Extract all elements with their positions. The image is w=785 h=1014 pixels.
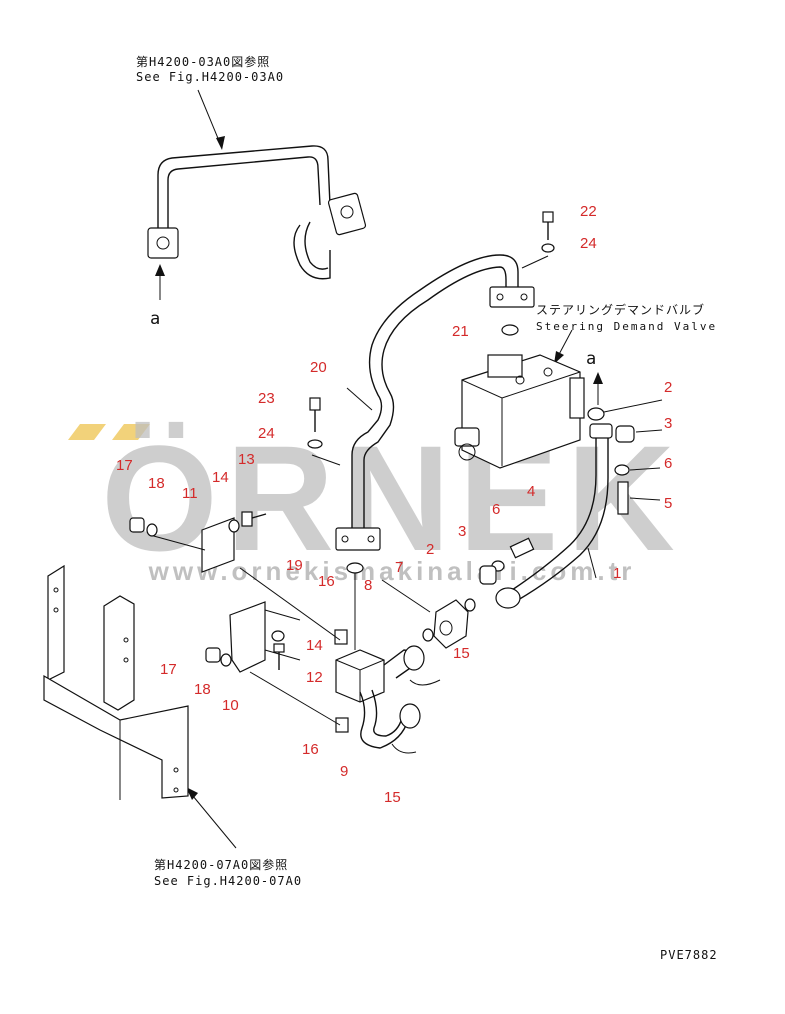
callout-6-left: 6 <box>492 501 501 518</box>
arrow-label-a-left: a <box>150 309 162 329</box>
callout-15-lower: 15 <box>384 789 401 806</box>
callout-10: 10 <box>222 697 239 714</box>
block-7 <box>422 599 469 649</box>
ref-top-jp: 第H4200-03A0図参照 <box>136 55 271 69</box>
callout-23: 23 <box>258 390 275 407</box>
frame-bracket <box>43 564 189 800</box>
callout-15-upper: 15 <box>453 645 470 662</box>
callout-7: 7 <box>395 559 404 576</box>
callout-14-upper: 14 <box>212 469 229 486</box>
callout-3-right: 3 <box>664 415 673 432</box>
ref-bottom-en: See Fig.H4200-07A0 <box>154 874 303 888</box>
callout-19: 19 <box>286 557 303 574</box>
brackets <box>149 517 431 726</box>
steering-demand-valve <box>454 324 585 469</box>
callout-1: 1 <box>613 565 622 582</box>
callout-24-upper: 24 <box>580 235 597 252</box>
callout-21: 21 <box>452 323 469 340</box>
reference-arrows <box>155 89 603 849</box>
callout-2-right: 2 <box>664 379 673 396</box>
callout-6-right: 6 <box>664 455 673 472</box>
callout-14-lower: 14 <box>306 637 323 654</box>
callout-12: 12 <box>306 669 323 686</box>
callout-8: 8 <box>364 577 373 594</box>
ref-top-en: See Fig.H4200-03A0 <box>136 70 285 84</box>
callout-11: 11 <box>182 485 198 502</box>
ref-bottom-jp: 第H4200-07A0図参照 <box>154 858 289 872</box>
callout-5: 5 <box>664 495 673 512</box>
callout-2-left: 2 <box>426 541 435 558</box>
callout-9: 9 <box>340 763 349 780</box>
upper-tube <box>147 145 367 280</box>
valve-label-en: Steering Demand Valve <box>536 320 718 333</box>
callout-20: 20 <box>310 359 327 376</box>
callout-17-lower: 17 <box>160 661 177 678</box>
callout-18-lower: 18 <box>194 681 211 698</box>
valve-label-jp: ステアリングデマンドバルブ <box>536 303 706 317</box>
callout-18-upper: 18 <box>148 475 165 492</box>
fasteners-left <box>129 211 555 670</box>
drawing-code: PVE7882 <box>660 948 718 962</box>
callout-13: 13 <box>238 451 255 468</box>
callout-leaders <box>311 255 663 579</box>
callout-4: 4 <box>527 483 536 500</box>
hose-1 <box>495 423 613 609</box>
callout-24-lower: 24 <box>258 425 275 442</box>
callout-16-lower: 16 <box>302 741 319 758</box>
callout-3-left: 3 <box>458 523 467 540</box>
callout-17-upper: 17 <box>116 457 133 474</box>
callout-16-upper: 16 <box>318 573 335 590</box>
fittings-right <box>464 407 635 612</box>
arrow-label-a-right: a <box>586 349 598 369</box>
callout-22: 22 <box>580 203 597 220</box>
tube-20 <box>335 254 535 551</box>
manifold-8-9 <box>334 562 441 754</box>
